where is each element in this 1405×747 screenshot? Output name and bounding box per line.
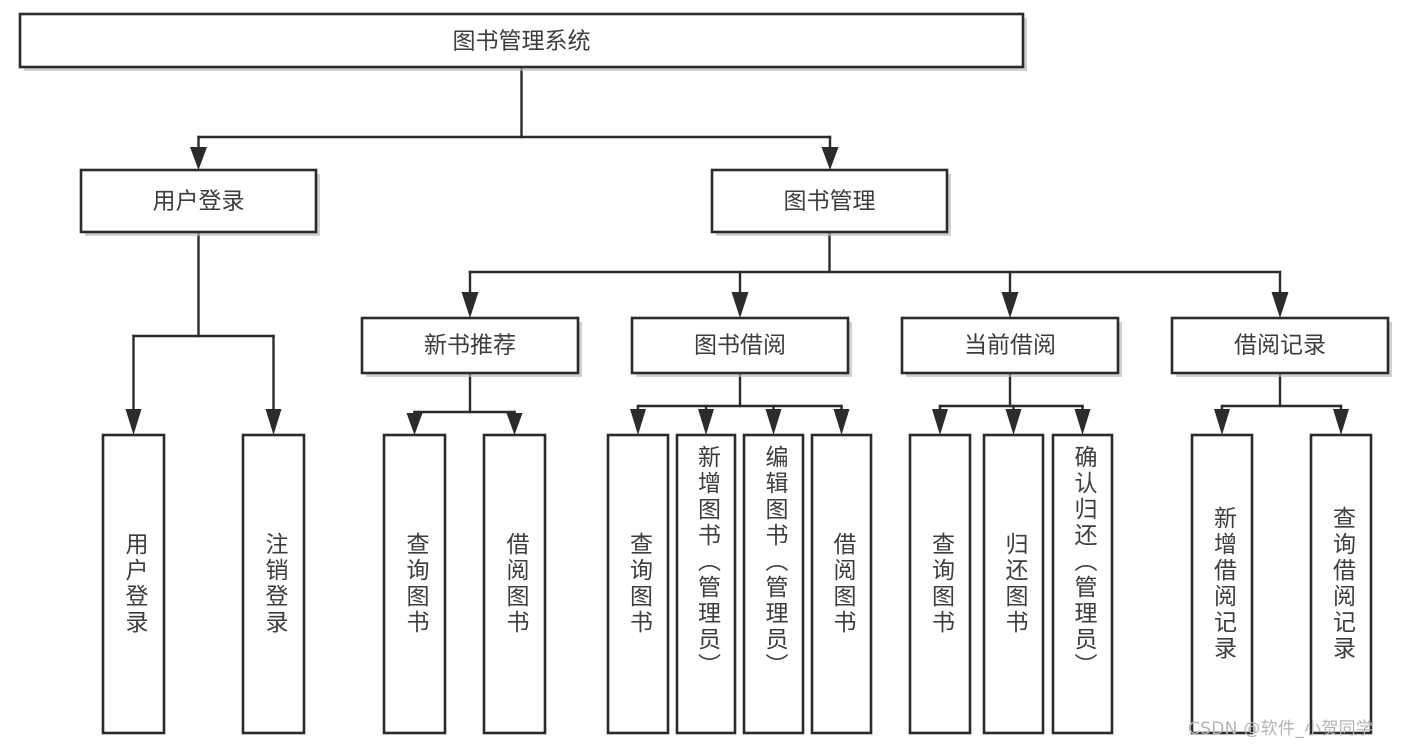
arrow-head-leaf-query-book-cur xyxy=(932,409,948,435)
root-box[interactable] xyxy=(18,12,1025,69)
leaf-box-query-book-cur[interactable] xyxy=(908,433,972,735)
leaf-box-return-book[interactable] xyxy=(982,433,1045,735)
root-label: 图书管理系统 xyxy=(453,29,591,55)
arrow-head-leaf-borrow-book xyxy=(833,409,850,435)
leaf-box-borrow-book-rec[interactable] xyxy=(482,433,547,735)
leaf-box-query-book-rec[interactable] xyxy=(382,433,447,735)
leaf-node-layer xyxy=(101,433,1373,735)
current-borrow-label: 当前借阅 xyxy=(964,333,1056,359)
arrow-head-leaf-confirm-return xyxy=(1074,409,1091,435)
borrow-record-box[interactable] xyxy=(1170,316,1390,375)
leaf-box-add-record[interactable] xyxy=(1190,433,1254,735)
new-book-recommend-label: 新书推荐 xyxy=(424,333,516,359)
arrow-head-leaf-add-record xyxy=(1214,409,1230,435)
book-manage-box[interactable] xyxy=(710,168,949,234)
arrow-head-leaf-query-book-rec xyxy=(406,413,423,435)
leaf-box-query-book-borrow[interactable] xyxy=(606,433,670,735)
node-current-borrow[interactable]: 当前借阅 xyxy=(900,316,1122,377)
book-borrow-box[interactable] xyxy=(630,316,850,375)
arrow-head-leaf-edit-book xyxy=(765,409,782,435)
node-book-borrow[interactable]: 图书借阅 xyxy=(630,316,852,377)
leaf-box-borrow-book[interactable] xyxy=(810,433,873,735)
borrow-record-label: 借阅记录 xyxy=(1234,333,1326,359)
arrow-head-leaf-user-login xyxy=(125,409,142,435)
arrow-head-borrow-record xyxy=(1271,292,1289,318)
leaf-box-query-record[interactable] xyxy=(1309,433,1373,735)
arrow-head-leaf-add-book xyxy=(698,409,714,435)
node-user-login[interactable]: 用户登录 xyxy=(79,168,320,236)
user-login-label: 用户登录 xyxy=(153,189,245,215)
arrow-head-leaf-user-logout xyxy=(265,409,282,435)
arrow-head-book-manage xyxy=(821,147,839,170)
connector-layer xyxy=(125,65,1349,435)
new-book-recommend-box[interactable] xyxy=(360,316,580,375)
arrow-head-leaf-borrow-book-rec xyxy=(506,413,523,435)
leaf-box-edit-book[interactable] xyxy=(742,433,805,735)
arrow-head-book-borrow xyxy=(731,292,749,318)
arrow-head-leaf-query-record xyxy=(1333,409,1349,435)
arrow-head-leaf-return-book xyxy=(1005,409,1022,435)
leaf-box-user-logout[interactable] xyxy=(241,433,306,735)
book-borrow-label: 图书借阅 xyxy=(694,333,786,359)
csdn-watermark: CSDN @软件_小贺同学 xyxy=(1188,719,1374,739)
arrow-head-leaf-query-book-borrow xyxy=(630,409,646,435)
arrow-head-current-borrow xyxy=(1001,292,1019,318)
book-manage-label: 图书管理 xyxy=(784,189,876,215)
current-borrow-box[interactable] xyxy=(900,316,1120,375)
node-book-manage[interactable]: 图书管理 xyxy=(710,168,951,236)
leaf-box-confirm-return[interactable] xyxy=(1051,433,1114,735)
user-login-box[interactable] xyxy=(79,168,318,234)
leaf-box-user-login[interactable] xyxy=(101,433,166,735)
arrow-head-new-book-recommend xyxy=(461,292,479,318)
node-borrow-record[interactable]: 借阅记录 xyxy=(1170,316,1392,377)
node-root[interactable]: 图书管理系统 xyxy=(18,12,1027,71)
arrow-head-user-login xyxy=(190,147,207,170)
node-new-book-recommend[interactable]: 新书推荐 xyxy=(360,316,582,377)
leaf-box-add-book[interactable] xyxy=(675,433,737,735)
